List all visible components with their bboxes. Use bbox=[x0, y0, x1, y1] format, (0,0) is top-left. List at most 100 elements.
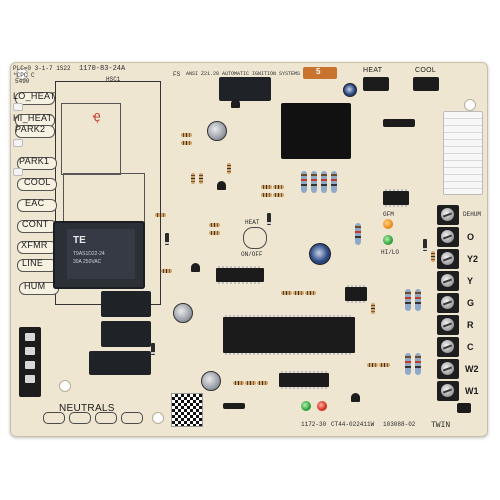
terminal-label-r: R bbox=[467, 320, 474, 330]
label-box bbox=[15, 92, 55, 105]
fuse bbox=[303, 67, 337, 79]
relay-brand: TE bbox=[73, 235, 86, 246]
spade-terminal bbox=[13, 139, 23, 147]
red-mark: Ҿ bbox=[93, 111, 101, 125]
terminal-label-o: O bbox=[467, 232, 475, 242]
neutral-pad bbox=[69, 412, 91, 424]
heat-label: HEAT bbox=[245, 219, 260, 226]
led-orange bbox=[383, 219, 393, 229]
spade-terminal bbox=[13, 168, 23, 176]
mounting-hole bbox=[464, 99, 476, 111]
terminal-c[interactable] bbox=[437, 337, 459, 357]
heat-connector bbox=[363, 77, 389, 91]
led-green-bottom bbox=[301, 401, 311, 411]
resistor bbox=[405, 353, 411, 375]
resistor bbox=[245, 381, 256, 385]
white-header bbox=[443, 111, 483, 195]
on-off-label: ON/OFF bbox=[241, 251, 263, 258]
resistor bbox=[181, 133, 192, 137]
label-park2: PARK2 bbox=[15, 124, 46, 134]
capacitor bbox=[343, 83, 357, 97]
relay-text-2: 30A 250VAC bbox=[73, 259, 102, 265]
resistor bbox=[415, 353, 421, 375]
terminal-label-y: Y bbox=[467, 276, 474, 286]
hi-lo-label: HI/LO bbox=[381, 249, 400, 256]
resistor bbox=[209, 223, 220, 227]
terminal-label-dehum: DEHUM bbox=[463, 211, 482, 218]
diode bbox=[151, 343, 155, 355]
resistor bbox=[293, 291, 304, 295]
mounting-hole bbox=[152, 412, 164, 424]
resistor bbox=[261, 193, 272, 197]
label-cool: COOL bbox=[24, 177, 51, 187]
terminal-y[interactable] bbox=[437, 271, 459, 291]
neutral-pad bbox=[43, 412, 65, 424]
pin-header bbox=[223, 403, 245, 409]
top-code-2: *CPC C bbox=[13, 72, 35, 79]
capacitor bbox=[309, 243, 331, 265]
bottom-code-2: 103088-02 bbox=[383, 421, 416, 428]
resistor bbox=[209, 231, 220, 235]
terminal-label-w1: W1 bbox=[465, 386, 479, 396]
relay bbox=[219, 77, 271, 101]
relay-text-1: T9AS1D22-24 bbox=[73, 251, 105, 257]
resistor bbox=[181, 141, 192, 145]
relay bbox=[101, 291, 151, 317]
part-number: 1170-83-24A bbox=[79, 65, 126, 73]
terminal-w1[interactable] bbox=[437, 381, 459, 401]
resistor bbox=[405, 289, 411, 311]
resistor bbox=[355, 223, 361, 245]
relay bbox=[101, 321, 151, 347]
hsc-label: HSC1 bbox=[106, 76, 121, 83]
heat-top-label: HEAT bbox=[363, 67, 383, 74]
terminal-dehum[interactable] bbox=[437, 205, 459, 225]
diode bbox=[267, 213, 271, 225]
top-code-3: 5490 bbox=[15, 78, 30, 85]
label-box bbox=[17, 178, 57, 191]
resistor bbox=[155, 213, 166, 217]
resistor bbox=[415, 289, 421, 311]
resistor bbox=[305, 291, 316, 295]
label-line: LINE bbox=[22, 258, 44, 268]
pin-header bbox=[383, 119, 415, 127]
terminal-w2[interactable] bbox=[437, 359, 459, 379]
resistor bbox=[321, 171, 327, 193]
terminal-label-y2: Y2 bbox=[467, 254, 479, 264]
resistor bbox=[367, 363, 378, 367]
gfm-label: GFM bbox=[383, 211, 394, 218]
resistor bbox=[281, 291, 292, 295]
spade-terminal bbox=[13, 103, 23, 111]
control-board: PLC=0 3-1-7 1S22 *CPC C 5490 1170-83-24A… bbox=[10, 62, 488, 437]
heat-jumper bbox=[243, 227, 267, 249]
top-code: PLC=0 3-1-7 1S22 bbox=[13, 65, 71, 72]
resistor bbox=[227, 163, 231, 174]
label-cont: CONT bbox=[22, 219, 49, 229]
relay bbox=[89, 351, 151, 375]
neutrals-label: NEUTRALS bbox=[59, 403, 115, 414]
resistor bbox=[261, 185, 272, 189]
transistor bbox=[351, 393, 360, 402]
twin-connector bbox=[457, 403, 471, 413]
terminal-y2[interactable] bbox=[437, 249, 459, 269]
resistor bbox=[273, 193, 284, 197]
resistor bbox=[379, 363, 390, 367]
capacitor bbox=[207, 121, 227, 141]
terminal-g[interactable] bbox=[437, 293, 459, 313]
led-red bbox=[317, 401, 327, 411]
bottom-part: 1172-30 bbox=[301, 421, 327, 428]
terminal-r[interactable] bbox=[437, 315, 459, 335]
resistor bbox=[233, 381, 244, 385]
ic-chip bbox=[383, 189, 409, 207]
mounting-hole bbox=[59, 380, 71, 392]
resistor bbox=[191, 173, 195, 184]
title-silk: ANSI Z21.20 AUTOMATIC IGNITION SYSTEMS bbox=[186, 71, 301, 77]
terminal-label-w2: W2 bbox=[465, 364, 479, 374]
terminal-o[interactable] bbox=[437, 227, 459, 247]
diode bbox=[423, 239, 427, 251]
main-relay: TE T9AS1D22-24 30A 250VAC bbox=[53, 221, 145, 289]
label-box bbox=[17, 157, 57, 170]
label-box bbox=[17, 199, 57, 212]
cool-connector bbox=[413, 77, 439, 91]
resistor bbox=[161, 269, 172, 273]
twin-label: TWIN bbox=[431, 421, 451, 430]
